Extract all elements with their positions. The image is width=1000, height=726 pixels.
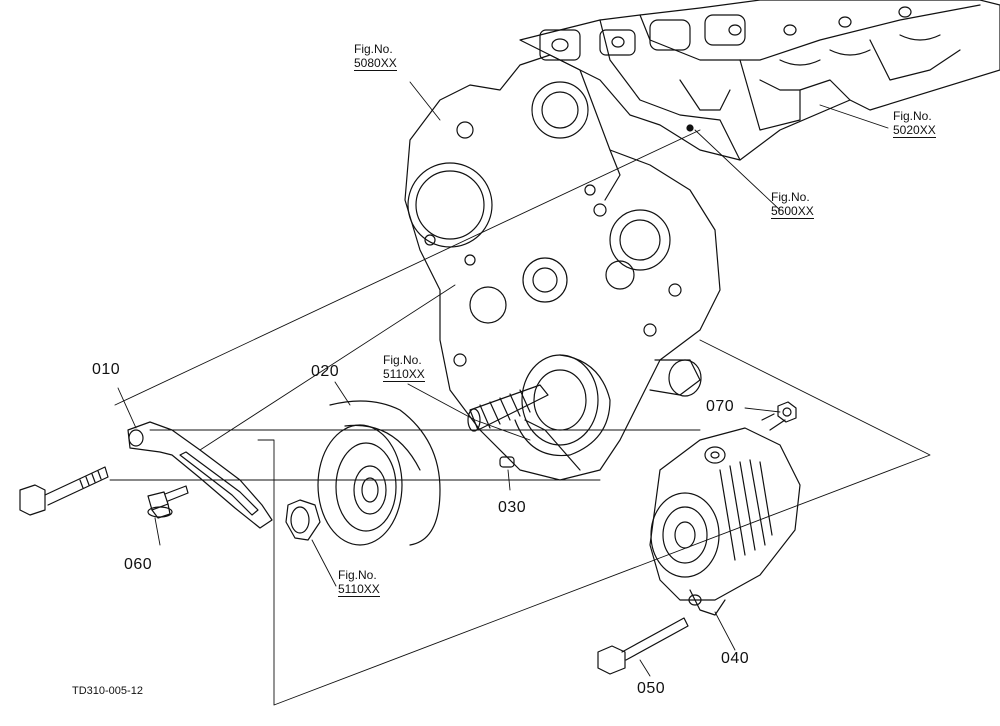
figure-ref-prefix: Fig.No. — [383, 353, 422, 367]
part-label-030[interactable]: 030 — [498, 499, 527, 516]
key-030-drawing — [499, 456, 515, 468]
figure-ref-number: 5110XX — [383, 367, 425, 382]
figure-ref-prefix: Fig.No. — [354, 42, 393, 56]
bolt-drawing — [19, 466, 109, 516]
alternator-040-drawing — [649, 413, 801, 616]
bolt-060-drawing — [147, 485, 189, 519]
pulley-020-drawing — [317, 400, 441, 546]
figure-ref-5080[interactable]: Fig.No. 5080XX — [354, 42, 397, 71]
figure-ref-prefix: Fig.No. — [893, 109, 932, 123]
figure-ref-number: 5080XX — [354, 56, 397, 71]
figure-ref-5600[interactable]: Fig.No. 5600XX — [771, 190, 814, 219]
figure-ref-5020[interactable]: Fig.No. 5020XX — [893, 109, 936, 138]
bolt-050-drawing — [597, 617, 689, 675]
figure-ref-number: 5020XX — [893, 123, 936, 138]
figure-ref-prefix: Fig.No. — [771, 190, 810, 204]
drawing-code: TD310-005-12 — [72, 685, 143, 697]
figure-ref-prefix: Fig.No. — [338, 568, 377, 582]
part-label-070[interactable]: 070 — [706, 398, 735, 415]
part-label-020[interactable]: 020 — [311, 363, 340, 380]
bracket-010-drawing — [127, 421, 273, 529]
cylinder-head-drawing — [519, 0, 1000, 161]
part-label-050[interactable]: 050 — [637, 680, 666, 697]
figure-ref-number: 5600XX — [771, 204, 814, 219]
crankshaft-nose-drawing — [467, 384, 549, 432]
part-label-060[interactable]: 060 — [124, 556, 153, 573]
nut-070-drawing — [777, 401, 797, 423]
assembly-lines — [109, 129, 931, 706]
gear-case-drawing — [404, 54, 721, 481]
pulley-nut-drawing — [285, 499, 321, 541]
part-label-010[interactable]: 010 — [92, 361, 121, 378]
leader-lines — [117, 81, 889, 677]
figure-ref-number: 5110XX — [338, 582, 380, 597]
part-label-040[interactable]: 040 — [721, 650, 750, 667]
figure-ref-5110-nut[interactable]: Fig.No. 5110XX — [338, 568, 380, 597]
figure-ref-5110-shaft[interactable]: Fig.No. 5110XX — [383, 353, 425, 382]
